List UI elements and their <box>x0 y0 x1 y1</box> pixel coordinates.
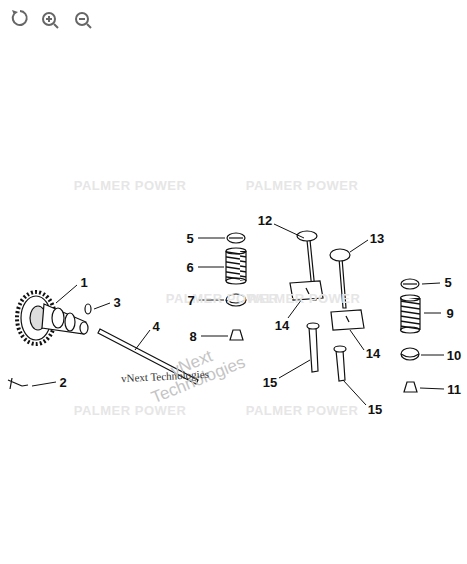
watermark: PALMER POWER <box>246 179 359 192</box>
callout-number: 7 <box>187 294 194 307</box>
callout-number: 4 <box>152 320 159 333</box>
callout-number: 12 <box>258 214 272 227</box>
callout-number: 11 <box>447 383 461 396</box>
callout-number: 5 <box>186 232 193 245</box>
callout-number: 3 <box>113 296 120 309</box>
callout-number: 1 <box>80 276 87 289</box>
callout-number: 6 <box>186 261 193 274</box>
watermark: PALMER POWER <box>248 292 361 305</box>
toolbar-icons <box>12 10 91 28</box>
callout-number: 2 <box>59 376 66 389</box>
callout-number: 13 <box>370 232 384 245</box>
watermark: PALMER POWER <box>74 404 187 417</box>
watermark: PALMER POWER <box>246 404 359 417</box>
callout-number: 9 <box>446 307 453 320</box>
callout-number: 14 <box>366 347 380 360</box>
watermark: PALMER POWER <box>74 179 187 192</box>
callout-number: 5 <box>444 276 451 289</box>
callout-number: 15 <box>263 376 277 389</box>
callout-number: 14 <box>275 319 289 332</box>
callout-number: 10 <box>447 349 461 362</box>
callout-number: 15 <box>368 403 382 416</box>
leader-lines <box>32 224 444 405</box>
callout-number: 8 <box>189 330 196 343</box>
